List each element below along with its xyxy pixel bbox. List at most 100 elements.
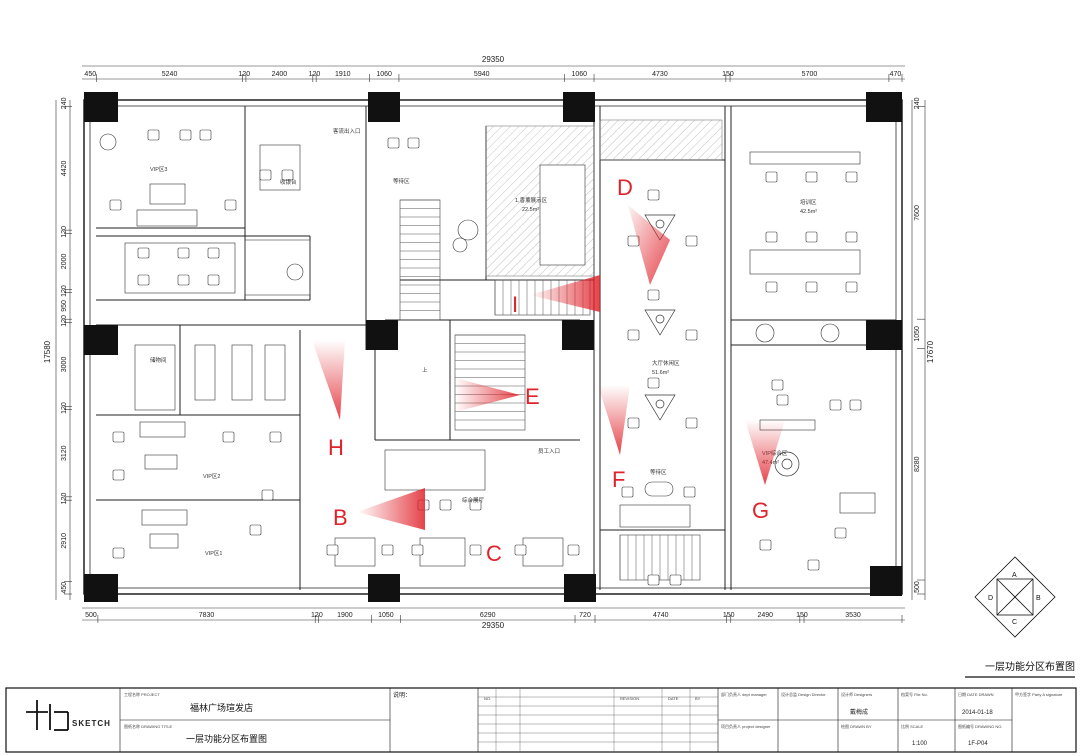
top-dimension-label: 470 bbox=[890, 71, 902, 78]
chair bbox=[269, 431, 282, 443]
chair bbox=[381, 544, 394, 556]
zone-letter-i: I bbox=[512, 292, 518, 317]
room-label-fragrance-area: 22.5m² bbox=[522, 207, 539, 213]
signature-label: 甲方签字 Party A signature bbox=[1015, 691, 1063, 697]
chair bbox=[845, 171, 858, 183]
chair bbox=[627, 417, 640, 429]
dept-manager-label: 部门负责人 dept manager bbox=[721, 691, 767, 697]
zone-letters: D I E H F G B C bbox=[328, 175, 769, 566]
notes-label: 说明： bbox=[393, 691, 411, 699]
chair bbox=[177, 274, 190, 286]
left-dimension-label: 950 bbox=[61, 300, 68, 312]
top-dimension-label: 1060 bbox=[376, 71, 392, 78]
chair bbox=[281, 169, 294, 181]
company-logo bbox=[26, 700, 69, 731]
left-dimension-label: 240 bbox=[61, 97, 68, 109]
left-dimension-label: 3000 bbox=[61, 357, 68, 373]
room-label-study-area: 42.5m² bbox=[800, 209, 817, 215]
chair bbox=[776, 394, 789, 406]
room-label-wait-top: 等待区 bbox=[393, 177, 410, 185]
compass-label-d: D bbox=[988, 595, 993, 602]
chair bbox=[207, 247, 220, 259]
chair bbox=[845, 281, 858, 293]
top-dimension-label: 120 bbox=[309, 71, 321, 78]
design-director-label: 设计总监 Design Director bbox=[781, 691, 826, 697]
room-label-reception: 综合展厅 bbox=[462, 496, 485, 504]
bottom-total-dimension: 29350 bbox=[482, 621, 505, 630]
bottom-dimension-label: 500 bbox=[85, 612, 97, 619]
bottom-dimension-label: 150 bbox=[723, 612, 735, 619]
room-label-study: 培训区 bbox=[800, 198, 817, 206]
chair bbox=[807, 559, 820, 571]
left-dimension-label: 120 bbox=[61, 226, 68, 238]
drawing-caption: 一层功能分区布置图 bbox=[985, 660, 1075, 673]
chair bbox=[759, 539, 772, 551]
room-label-fragrance: 1.香薰展示区 bbox=[515, 196, 548, 204]
chair bbox=[207, 274, 220, 286]
drawing-title: 一层功能分区布置图 bbox=[186, 733, 267, 744]
designers-label: 设计师 Designers bbox=[841, 691, 872, 697]
right-dimension-label: 7600 bbox=[914, 205, 921, 221]
left-dimension-labels: 2404420120200012095012030001203120120291… bbox=[61, 97, 72, 595]
room-label-hall-area: 51.6m² bbox=[652, 370, 669, 376]
top-dimension-label: 450 bbox=[84, 71, 96, 78]
chair bbox=[469, 499, 482, 511]
left-dimension-label: 4420 bbox=[61, 161, 68, 177]
left-dimension-label: 3120 bbox=[61, 445, 68, 461]
revision-date-header: DATE bbox=[668, 696, 679, 701]
chair bbox=[249, 524, 262, 536]
chair bbox=[647, 377, 660, 389]
revision-no-header: NO. bbox=[484, 696, 491, 701]
chair bbox=[834, 527, 847, 539]
chair bbox=[112, 431, 125, 443]
chair bbox=[621, 486, 634, 498]
chair bbox=[326, 544, 339, 556]
hall-tables bbox=[644, 214, 800, 477]
chair bbox=[627, 329, 640, 341]
compass-label-b: B bbox=[1036, 595, 1041, 602]
room-labels: VIP区3 收银台 客流出入口 等待区 1.香薰展示区 22.5m² 培训区 4… bbox=[150, 127, 817, 557]
top-dimension-label: 4730 bbox=[652, 71, 668, 78]
top-dimension-label: 2400 bbox=[272, 71, 288, 78]
chair bbox=[261, 489, 274, 501]
chair bbox=[179, 129, 192, 141]
title-block-frame bbox=[5, 687, 1077, 753]
room-label-staff-entry: 员工入口 bbox=[538, 448, 560, 455]
chair bbox=[845, 231, 858, 243]
room-label-vip3: VIP区3 bbox=[150, 166, 167, 173]
top-total-dimension: 29350 bbox=[482, 55, 505, 64]
chair bbox=[647, 574, 660, 586]
right-dimension-label: 8280 bbox=[914, 456, 921, 472]
plants bbox=[99, 133, 840, 343]
zone-letter-e: E bbox=[525, 384, 540, 409]
right-dimension-label: 500 bbox=[914, 581, 921, 593]
chair bbox=[259, 169, 272, 181]
left-dimension-label: 120 bbox=[61, 493, 68, 505]
chair bbox=[222, 431, 235, 443]
structural-columns bbox=[84, 92, 902, 602]
chair bbox=[439, 499, 452, 511]
compass-label-a: A bbox=[1012, 572, 1017, 579]
date-value: 2014-01-18 bbox=[962, 710, 993, 716]
chair bbox=[765, 171, 778, 183]
zone-letter-c: C bbox=[486, 541, 502, 566]
zone-letter-d: D bbox=[617, 175, 633, 200]
date-label: 日期 DATE DRAWN bbox=[958, 691, 994, 697]
right-total-dimension: 17670 bbox=[926, 340, 935, 363]
chair bbox=[224, 199, 237, 211]
top-dimension-label: 5940 bbox=[474, 71, 490, 78]
top-dimension-label: 1060 bbox=[571, 71, 587, 78]
room-label-vip1: VIP区1 bbox=[205, 550, 222, 557]
zone-letter-b: B bbox=[333, 505, 348, 530]
chair bbox=[514, 544, 527, 556]
top-dimension-label: 120 bbox=[238, 71, 250, 78]
compass-symbol bbox=[974, 556, 1056, 638]
chair bbox=[387, 137, 400, 149]
scale-label: 比例 SCALE bbox=[901, 723, 924, 729]
top-dimension-label: 5240 bbox=[162, 71, 178, 78]
bottom-dimension-label: 2490 bbox=[758, 612, 774, 619]
chair bbox=[669, 574, 682, 586]
drawing-title-label: 图纸名称 DRAWING TITLE bbox=[124, 723, 173, 729]
chair bbox=[647, 289, 660, 301]
